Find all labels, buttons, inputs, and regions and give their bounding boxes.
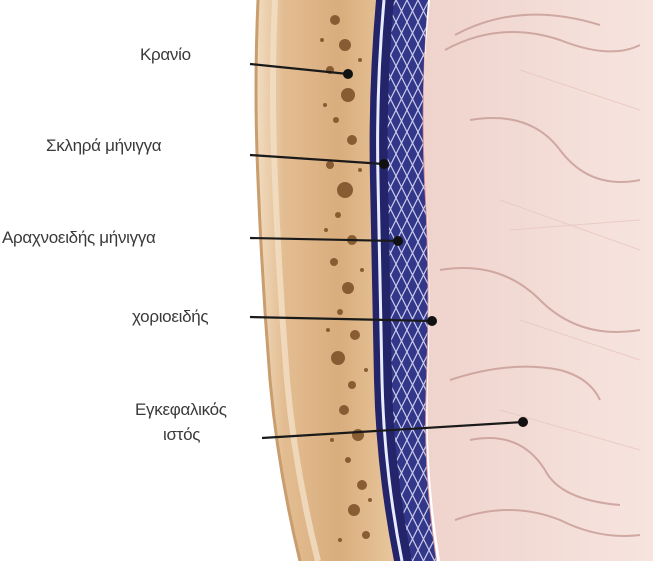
label-arachnoid: Αραχνοειδής μήνιγγα [2, 227, 156, 249]
dot-arachnoid [393, 236, 403, 246]
label-dura-mater: Σκληρά μήνιγγα [46, 135, 161, 157]
dot-brain [518, 417, 528, 427]
label-brain-tissue-line2: ιστός [163, 424, 200, 446]
brain-tissue [423, 0, 653, 561]
label-brain-tissue-line1: Εγκεφαλικός [135, 399, 227, 421]
dot-choroid [427, 316, 437, 326]
label-choroid: χοριοειδής [132, 306, 208, 328]
label-skull: Κρανίο [140, 44, 191, 66]
dot-dura [379, 159, 389, 169]
dot-skull [343, 69, 353, 79]
